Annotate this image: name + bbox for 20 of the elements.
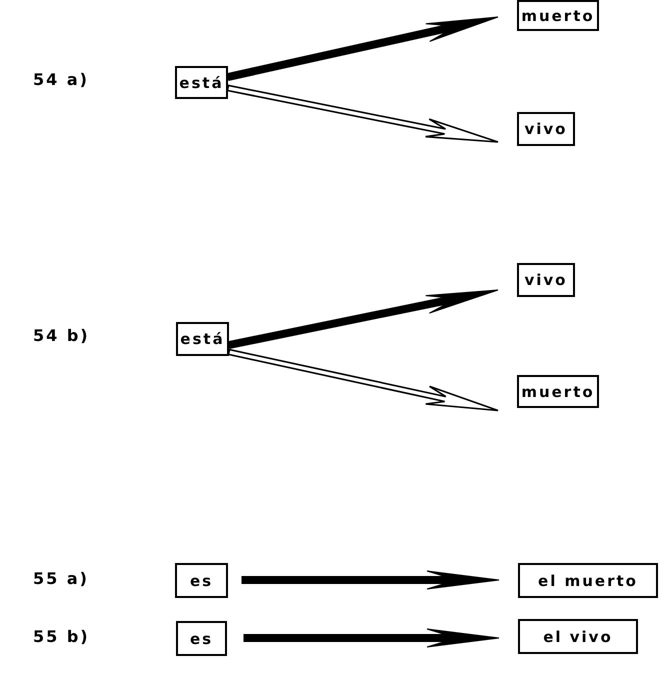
arrow — [228, 290, 498, 349]
word-box: vivo — [517, 112, 575, 146]
arrow — [228, 348, 499, 412]
word-box: el muerto — [518, 563, 658, 598]
example-number: 54 b) — [33, 326, 90, 345]
word-box: el vivo — [518, 619, 638, 654]
arrow — [242, 570, 500, 590]
arrow — [226, 16, 498, 81]
arrow — [226, 84, 499, 143]
arrow — [244, 628, 500, 648]
example-number: 55 a) — [33, 569, 89, 588]
example-number: 54 a) — [33, 70, 89, 89]
word-box: es — [176, 621, 227, 656]
example-number: 55 b) — [33, 627, 90, 646]
word-box: es — [175, 563, 228, 598]
word-box: vivo — [517, 263, 575, 297]
word-box: está — [176, 322, 229, 356]
word-box: muerto — [517, 375, 599, 408]
word-box: muerto — [517, 0, 599, 31]
word-box: está — [175, 66, 228, 99]
